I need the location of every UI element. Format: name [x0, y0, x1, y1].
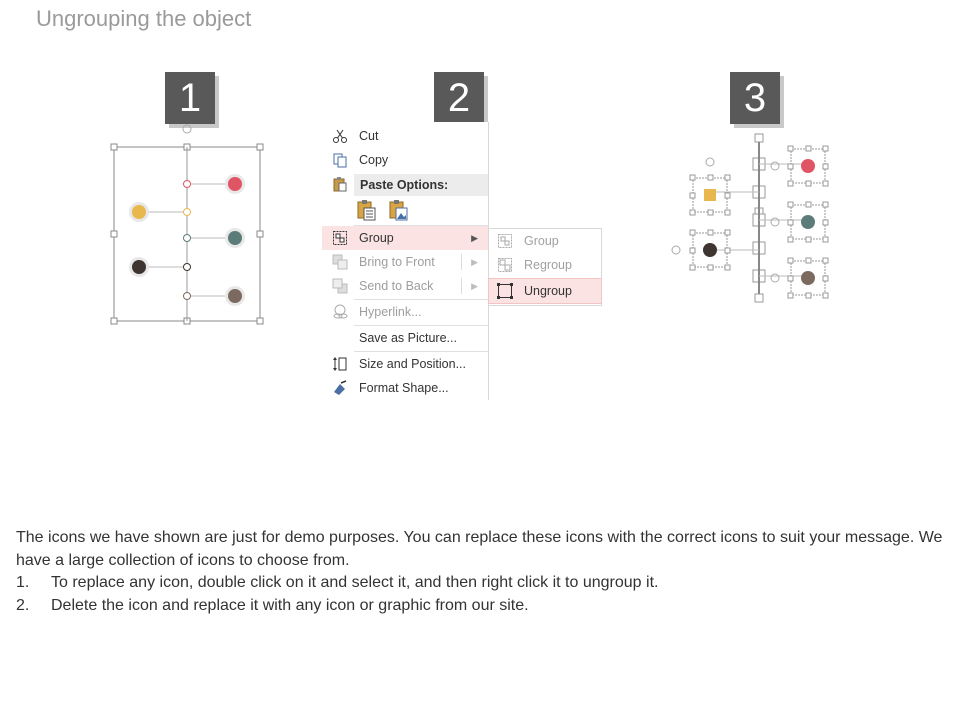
step-badge-2: 2 — [434, 72, 484, 124]
hyperlink-icon — [327, 302, 353, 322]
submenu-item-regroup[interactable]: Regroup — [489, 253, 601, 277]
dot-brown — [225, 286, 245, 306]
menu-separator — [354, 225, 488, 226]
menu-separator — [354, 299, 488, 300]
instruction-number: 1. — [16, 574, 30, 591]
menu-label-hyperlink: Hyperlink... — [359, 305, 422, 319]
menu-item-paste-options — [322, 172, 488, 196]
instruction-text: To replace any icon, double click on it … — [51, 574, 659, 591]
submenu-label-group: Group — [524, 234, 559, 248]
dot-red — [225, 174, 245, 194]
send-back-icon — [327, 276, 353, 296]
menu-label-cut: Cut — [359, 129, 379, 143]
menu-separator — [354, 351, 488, 352]
rotate-handle-icon[interactable] — [182, 124, 192, 134]
paste-picture-icon[interactable] — [388, 199, 410, 224]
ungrouped-teal-dot[interactable] — [770, 201, 829, 243]
description-text: The icons we have shown are just for dem… — [16, 527, 946, 617]
paste-icon — [327, 174, 353, 194]
bring-front-icon — [327, 252, 353, 272]
menu-label-size-and-position: Size and Position... — [359, 357, 467, 371]
menu-item-hyperlink[interactable]: Hyperlink... — [322, 300, 488, 324]
ungrouped-red-dot[interactable] — [770, 145, 829, 187]
instruction-item-1: 1. To replace any icon, double click on … — [16, 572, 946, 595]
group-submenu: Group Regroup Ungroup — [488, 228, 602, 306]
menu-item-cut[interactable]: Cut — [322, 124, 488, 148]
step-badge-1: 1 — [165, 72, 215, 124]
step-badge-3: 3 — [730, 72, 780, 124]
menu-label-group: Group — [359, 231, 394, 245]
menu-item-size-and-position[interactable]: Size and Position... — [322, 352, 488, 376]
dot-teal — [225, 228, 245, 248]
submenu-arrow-icon: ▶ — [471, 256, 478, 267]
submenu-item-group[interactable]: Group — [489, 229, 601, 253]
submenu-item-ungroup[interactable]: Ungroup — [488, 278, 602, 304]
instruction-item-2: 2. Delete the icon and replace it with a… — [16, 595, 946, 618]
group-icon — [494, 231, 516, 251]
menu-label-format-shape: Format Shape... — [359, 381, 449, 395]
menu-item-format-shape[interactable]: Format Shape... — [322, 376, 488, 400]
menu-separator — [354, 325, 488, 326]
regroup-icon — [494, 255, 516, 275]
dot-dark — [129, 257, 149, 277]
ungrouped-yellow-dot[interactable] — [689, 157, 731, 216]
menu-item-send-to-back[interactable]: Send to Back ▶ — [322, 274, 488, 298]
size-position-icon — [327, 354, 353, 374]
menu-label-copy: Copy — [359, 153, 389, 167]
submenu-label-regroup: Regroup — [524, 258, 572, 272]
menu-label-send-to-back: Send to Back — [359, 279, 434, 293]
ungrouped-dark-dot[interactable] — [671, 229, 731, 271]
instruction-number: 2. — [16, 596, 30, 614]
paste-buttons — [356, 199, 410, 224]
menu-item-bring-to-front[interactable]: Bring to Front ▶ — [322, 250, 488, 274]
ungrouped-object-diagram[interactable] — [660, 128, 840, 308]
submenu-arrow-icon: ▶ — [471, 232, 478, 243]
dot-yellow — [129, 202, 149, 222]
menu-item-group[interactable]: Group ▶ — [322, 226, 488, 250]
menu-item-copy[interactable]: Copy — [322, 148, 488, 172]
grouped-object-diagram[interactable] — [100, 120, 280, 340]
ungrouped-brown-dot[interactable] — [770, 257, 829, 299]
description-intro: The icons we have shown are just for dem… — [16, 529, 943, 569]
menu-label-bring-to-front: Bring to Front — [359, 255, 435, 269]
instruction-text: Delete the icon and replace it with any … — [51, 596, 529, 614]
context-menu: Cut Copy Paste Options: Group ▶ Bring to… — [322, 122, 489, 400]
ungroup-icon — [494, 281, 516, 301]
paste-keep-formatting-icon[interactable] — [356, 199, 378, 224]
submenu-arrow-icon: ▶ — [471, 280, 478, 291]
group-icon — [327, 228, 353, 248]
paste-options-header: Paste Options: — [354, 174, 488, 196]
scissors-icon — [327, 126, 353, 146]
menu-item-save-as-picture[interactable]: Save as Picture... — [322, 326, 488, 350]
copy-icon — [327, 150, 353, 170]
submenu-label-ungroup: Ungroup — [524, 284, 572, 298]
format-shape-icon — [327, 378, 353, 398]
menu-label-save-as-picture: Save as Picture... — [359, 331, 457, 345]
page-title: Ungrouping the object — [36, 6, 252, 31]
